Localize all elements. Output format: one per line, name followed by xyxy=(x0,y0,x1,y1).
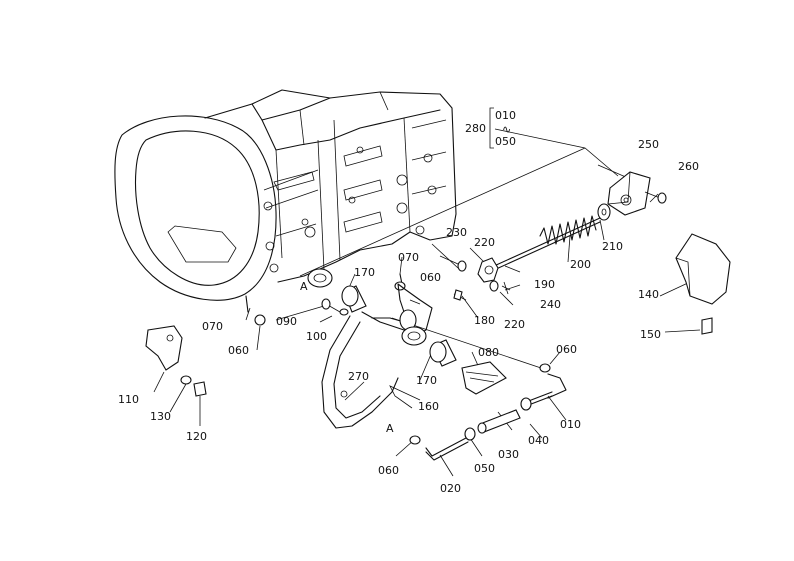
reference-bracket-280 xyxy=(489,107,494,149)
callout-210: 210 xyxy=(602,240,623,253)
part-180-fitting xyxy=(453,289,467,301)
callout-060b: 060 xyxy=(228,344,249,357)
part-clevis-assembly xyxy=(439,255,511,295)
callout-labels: 280 010 ∿ 050 250 260 230 220 210 200 19… xyxy=(118,109,699,495)
callout-150: 150 xyxy=(640,328,661,341)
callout-140: 140 xyxy=(638,288,659,301)
part-030-turnbuckle xyxy=(477,409,521,434)
part-040-nut xyxy=(520,397,532,411)
callout-090: 090 xyxy=(276,315,297,328)
callout-160: 160 xyxy=(418,400,439,413)
callout-220a: 220 xyxy=(474,236,495,249)
callout-ref-a2: A xyxy=(386,422,394,435)
part-130-washer xyxy=(180,375,192,385)
callout-280-range-start: 010 xyxy=(495,109,516,122)
part-170-bushing xyxy=(341,285,457,367)
callout-250: 250 xyxy=(638,138,659,151)
part-020-rod xyxy=(425,437,469,461)
callout-ref-a1: A xyxy=(300,280,308,293)
part-110-bracket xyxy=(145,325,183,371)
callout-190: 190 xyxy=(534,278,555,291)
callout-170b: 170 xyxy=(416,374,437,387)
callout-070b: 070 xyxy=(202,320,223,333)
callout-060d: 060 xyxy=(378,464,399,477)
callout-030: 030 xyxy=(498,448,519,461)
callout-280-range-tilde: ∿ xyxy=(502,123,511,136)
callout-230: 230 xyxy=(446,226,467,239)
part-140-cover xyxy=(675,233,731,305)
callout-120: 120 xyxy=(186,430,207,443)
callout-260: 260 xyxy=(678,160,699,173)
part-120-bolt xyxy=(193,381,207,397)
callout-270: 270 xyxy=(348,370,369,383)
callout-010: 010 xyxy=(560,418,581,431)
part-090-bolt xyxy=(321,298,349,316)
callout-060c: 060 xyxy=(556,343,577,356)
callout-070a: 070 xyxy=(398,251,419,264)
part-010-rod-end xyxy=(525,373,567,407)
callout-280-range-end: 050 xyxy=(495,135,516,148)
part-150-bolt xyxy=(701,317,713,335)
callout-100: 100 xyxy=(306,330,327,343)
callout-050: 050 xyxy=(474,462,495,475)
callout-060a: 060 xyxy=(420,271,441,284)
callout-080: 080 xyxy=(478,346,499,359)
part-260-bolt xyxy=(644,191,667,204)
callout-220b: 220 xyxy=(504,318,525,331)
callout-180: 180 xyxy=(474,314,495,327)
part-050-nut xyxy=(464,427,476,441)
part-160-pedal-arm xyxy=(321,283,433,429)
part-190-rod xyxy=(493,217,601,271)
callout-200: 200 xyxy=(570,258,591,271)
transmission-housing xyxy=(114,89,457,301)
part-080-pedal-pad xyxy=(461,361,507,395)
part-210-washer xyxy=(597,203,611,221)
callout-040: 040 xyxy=(528,434,549,447)
callout-240: 240 xyxy=(540,298,561,311)
callout-020: 020 xyxy=(440,482,461,495)
part-250-bracket xyxy=(607,171,651,216)
callout-170a: 170 xyxy=(354,266,375,279)
callout-130: 130 xyxy=(150,410,171,423)
callout-110: 110 xyxy=(118,393,139,406)
callout-280: 280 xyxy=(465,122,486,135)
part-200-spring xyxy=(539,215,597,245)
